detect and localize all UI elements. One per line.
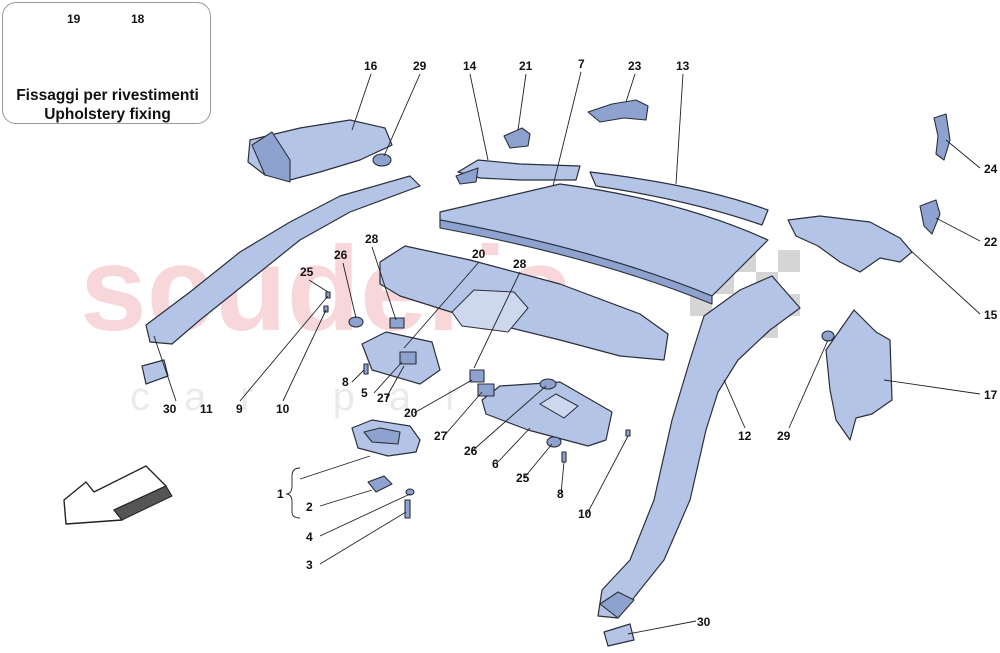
fixings-title-it: Fissaggi per rivestimenti	[16, 87, 199, 104]
callout-3: 3	[306, 558, 313, 572]
fixings-box: 19 18 Fissaggi per rivestimenti Upholste…	[2, 2, 211, 124]
callout-29-right: 29	[777, 429, 791, 443]
callout-15: 15	[984, 308, 998, 322]
part-17-c-pillar-trim	[825, 309, 893, 441]
callout-10-b: 10	[578, 507, 592, 521]
callout-26: 26	[334, 248, 348, 262]
callout-25: 25	[300, 265, 314, 279]
leader-lines	[153, 71, 981, 635]
part-headliner-center	[379, 245, 669, 361]
part-1-dome-light	[351, 419, 421, 457]
part-29-cap-top	[372, 153, 392, 167]
callout-30-right: 30	[697, 615, 711, 629]
part-6-sun-visor	[481, 381, 613, 447]
callout-26-b: 26	[464, 444, 478, 458]
callout-21: 21	[519, 59, 533, 73]
callout-11: 11	[200, 402, 213, 416]
callout-22: 22	[984, 235, 998, 249]
callout-5: 5	[361, 386, 368, 400]
callout-13: 13	[676, 59, 690, 73]
callout-27: 27	[377, 391, 391, 405]
callout-17: 17	[984, 388, 998, 402]
fixing-item-18: 18	[131, 12, 145, 26]
callout-28: 28	[365, 232, 379, 246]
part-2-clip	[367, 475, 393, 493]
callout-28-b: 28	[513, 257, 527, 271]
fixings-title-en: Upholstery fixing	[44, 106, 171, 123]
part-16-pillar-trim	[247, 119, 393, 183]
callout-9: 9	[236, 402, 243, 416]
part-29-cap-right	[821, 330, 835, 342]
callout-1: 1	[277, 487, 284, 501]
callout-7: 7	[578, 57, 585, 71]
callout-12: 12	[738, 429, 752, 443]
part-30-pad-right	[603, 623, 635, 647]
part-11-a-pillar-trim	[145, 175, 421, 345]
part-4-nut	[405, 488, 415, 496]
callout-6: 6	[492, 457, 499, 471]
callout-8: 8	[342, 375, 349, 389]
callout-8-b: 8	[557, 487, 564, 501]
callout-2: 2	[306, 500, 313, 514]
callout-25-b: 25	[516, 471, 530, 485]
callout-16: 16	[364, 59, 378, 73]
part-13-roof-strip	[589, 171, 769, 226]
small-clips	[323, 291, 631, 463]
part-23-bracket	[587, 99, 649, 123]
part-21-bracket	[503, 127, 531, 149]
part-22-clip	[919, 199, 941, 235]
callout-numbers: 16 29 14 21 7 23 13 24 22 15 17 29 12 30…	[163, 57, 998, 629]
callout-20: 20	[472, 247, 486, 261]
callout-20-b: 20	[404, 406, 418, 420]
callout-4: 4	[306, 530, 313, 544]
fixing-item-19: 19	[67, 12, 81, 26]
callout-10: 10	[276, 402, 290, 416]
part-14-header-bracket	[455, 159, 581, 185]
callout-27-b: 27	[434, 429, 448, 443]
part-12-b-pillar-trim	[597, 275, 801, 619]
callout-24: 24	[984, 162, 998, 176]
part-15-rear-trim	[787, 215, 913, 273]
part-3-screw	[404, 499, 411, 519]
part-24-bracket	[933, 113, 951, 161]
callout-23: 23	[628, 59, 642, 73]
part-7-roof-lining	[439, 183, 769, 305]
callout-14: 14	[463, 59, 477, 73]
callout-29: 29	[413, 59, 427, 73]
callout-30-left: 30	[163, 402, 177, 416]
arrow-icon	[63, 465, 173, 525]
